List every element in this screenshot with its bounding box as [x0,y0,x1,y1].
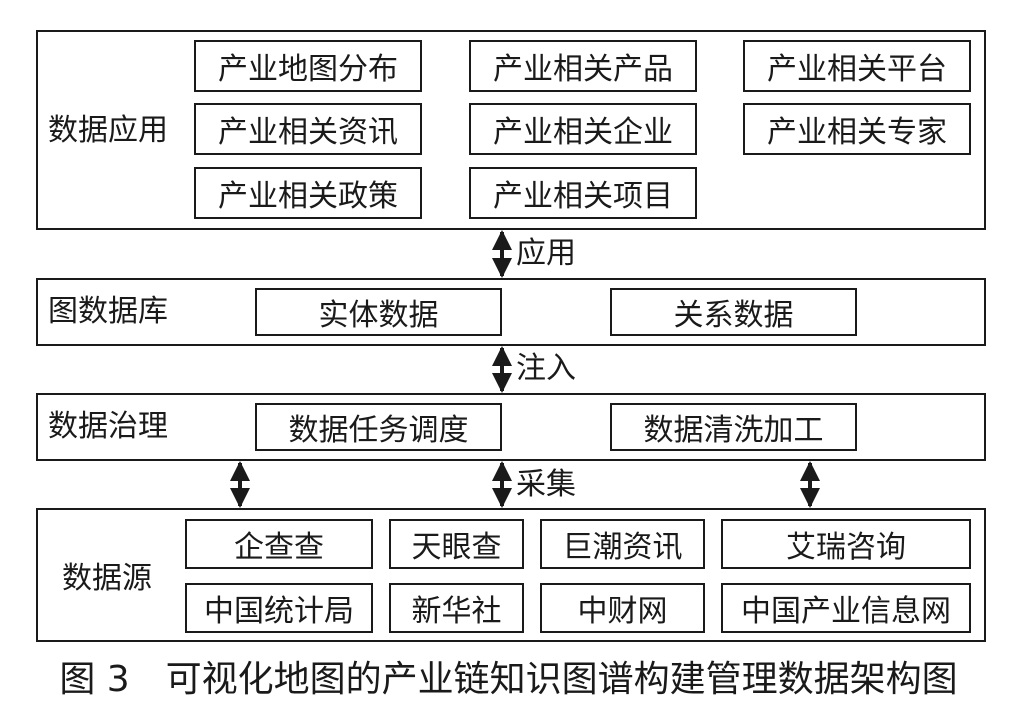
app-item-policies: 产业相关政策 [194,167,422,219]
apply-arrow-label: 应用 [516,236,576,271]
collect-arrow-label: 采集 [516,467,576,502]
graph-db-relation-data: 关系数据 [610,288,857,336]
app-item-products: 产业相关产品 [469,40,697,92]
source-stats-bureau: 中国统计局 [185,583,373,633]
governance-layer-label: 数据治理 [48,409,168,444]
source-cninfo: 巨潮资讯 [540,519,705,569]
source-cfi: 中财网 [540,583,705,633]
source-qichacha: 企查查 [185,519,373,569]
governance-task-scheduling: 数据任务调度 [255,403,502,451]
app-item-news: 产业相关资讯 [194,103,422,155]
app-item-platforms: 产业相关平台 [743,40,971,92]
source-xinhua: 新华社 [389,583,524,633]
source-tianyancha: 天眼查 [389,519,524,569]
source-chyxx: 中国产业信息网 [721,583,971,633]
app-item-projects: 产业相关项目 [469,167,697,219]
graph-db-entity-data: 实体数据 [255,288,502,336]
application-layer-label: 数据应用 [48,113,168,148]
app-item-map-distribution: 产业地图分布 [194,40,422,92]
app-item-experts: 产业相关专家 [743,103,971,155]
figure-caption: 图 3 可视化地图的产业链知识图谱构建管理数据架构图 [59,659,958,700]
app-item-enterprises: 产业相关企业 [469,103,697,155]
source-iresearch: 艾瑞咨询 [721,519,971,569]
inject-arrow-label: 注入 [516,351,576,386]
governance-data-cleaning: 数据清洗加工 [610,403,857,451]
source-layer-label: 数据源 [62,561,152,596]
graph-db-layer-label: 图数据库 [48,294,168,329]
